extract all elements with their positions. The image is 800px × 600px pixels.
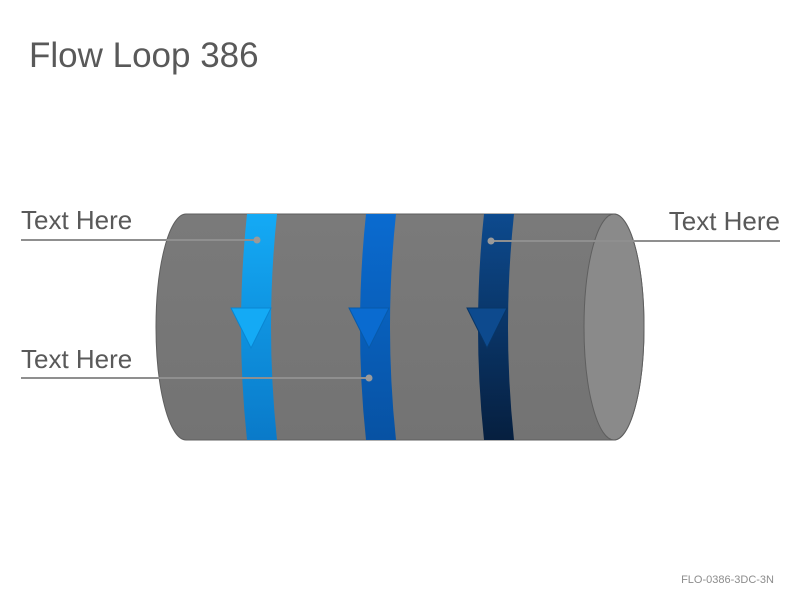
page-title: Flow Loop 386	[29, 36, 259, 75]
leader-line-right-top	[487, 237, 780, 245]
dot-marker	[365, 374, 373, 382]
down-arrow-icon	[348, 307, 390, 350]
down-arrow-icon	[230, 307, 272, 350]
cylinder-end-cap	[583, 213, 645, 441]
down-arrow-icon	[466, 307, 508, 350]
leader-line-left-bottom	[21, 374, 373, 382]
callout-label-left-top: Text Here	[21, 205, 133, 235]
callout-label-left-bottom: Text Here	[21, 344, 133, 374]
footer-code: FLO-0386-3DC-3N	[681, 574, 774, 586]
dot-marker	[487, 237, 495, 245]
dot-marker	[253, 236, 261, 244]
cylinder-body	[155, 213, 645, 441]
callout-label-right-top: Text Here	[668, 206, 780, 236]
flow-band-1	[230, 214, 277, 440]
flow-band-2	[348, 214, 396, 440]
leader-line-left-top	[21, 236, 261, 244]
flow-band-3	[466, 214, 514, 440]
